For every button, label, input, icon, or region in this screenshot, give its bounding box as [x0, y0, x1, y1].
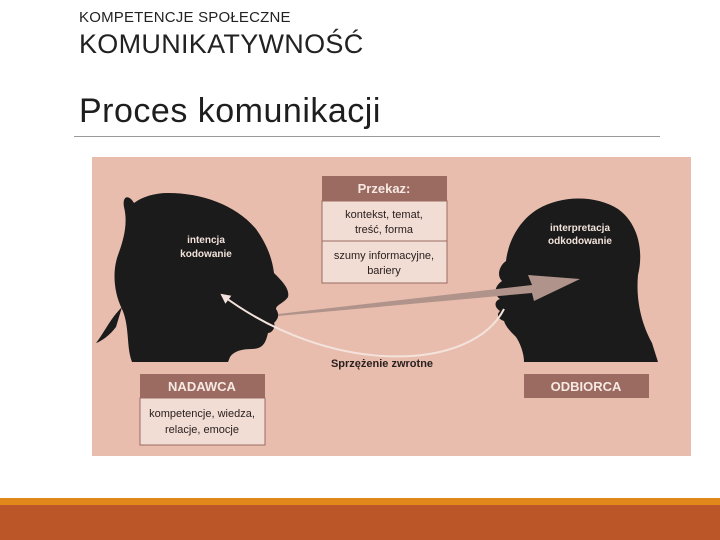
sender-traits-line-2: relacje, emocje [165, 424, 239, 436]
footer-bar [0, 505, 720, 540]
section-heading: KOMUNIKATYWNOŚĆ [79, 29, 364, 60]
sender-head-line-1: intencja [187, 235, 225, 246]
feedback-label: Sprzężenie zwrotne [331, 358, 433, 370]
sender-box: NADAWCA kompetencje, wiedza, relacje, em… [140, 374, 265, 445]
sender-head-line-2: kodowanie [180, 249, 232, 260]
communication-diagram: intencja kodowanie interpretacja odkodow… [92, 157, 691, 456]
diagram-canvas: intencja kodowanie interpretacja odkodow… [92, 157, 691, 456]
receiver-box: ODBIORCA [524, 374, 649, 398]
receiver-label: ODBIORCA [551, 379, 622, 394]
message-content-line-2: treść, forma [355, 224, 414, 236]
receiver-head-line-1: interpretacja [550, 223, 610, 234]
message-box: Przekaz: kontekst, temat, treść, forma s… [322, 176, 447, 283]
sender-label: NADAWCA [168, 379, 236, 394]
message-header: Przekaz: [358, 181, 411, 196]
message-content-line-1: kontekst, temat, [345, 209, 423, 221]
title-divider [74, 136, 660, 137]
sender-traits-line-1: kompetencje, wiedza, [149, 408, 255, 420]
footer-accent-bar [0, 498, 720, 505]
slide-title: Proces komunikacji [79, 92, 381, 131]
message-noise-line-1: szumy informacyjne, [334, 250, 434, 262]
receiver-head-line-2: odkodowanie [548, 236, 612, 247]
message-noise-line-2: bariery [367, 265, 401, 277]
sender-silhouette [96, 193, 288, 362]
section-kicker: KOMPETENCJE SPOŁECZNE [79, 9, 291, 26]
